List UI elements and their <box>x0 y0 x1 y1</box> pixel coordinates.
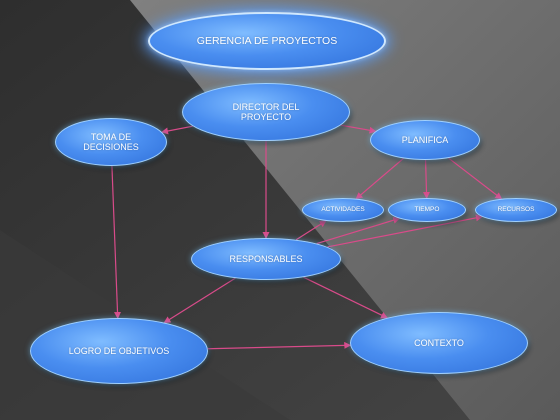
node-toma-label: TOMA DE DECISIONES <box>83 131 139 152</box>
connector-logro-to-contexto <box>207 341 352 350</box>
connector-director-to-toma <box>161 125 193 135</box>
connector-director-to-planifica <box>340 124 377 134</box>
connector-responsables-to-recursos <box>327 214 483 248</box>
node-director-label: DIRECTOR DEL PROYECTO <box>232 101 300 122</box>
node-recursos-label: RECURSOS <box>497 206 535 214</box>
node-gerencia[interactable]: GERENCIA DE PROYECTOS <box>148 12 386 70</box>
node-recursos[interactable]: RECURSOS <box>475 198 557 222</box>
node-director[interactable]: DIRECTOR DEL PROYECTO <box>182 83 350 141</box>
node-logro-label: LOGRO DE OBJETIVOS <box>68 345 170 356</box>
connector-planifica-to-recursos <box>448 157 503 200</box>
node-logro[interactable]: LOGRO DE OBJETIVOS <box>30 318 208 384</box>
connector-toma-to-logro <box>111 165 122 320</box>
connector-lines <box>111 124 503 350</box>
connector-planifica-to-actividades <box>355 157 404 200</box>
node-tiempo-label: TIEMPO <box>414 206 440 214</box>
node-toma[interactable]: TOMA DE DECISIONES <box>55 118 167 166</box>
connector-responsables-to-contexto <box>303 276 389 319</box>
node-tiempo[interactable]: TIEMPO <box>388 198 466 222</box>
connector-responsables-to-tiempo <box>316 216 401 245</box>
node-actividades-label: ACTIVIDADES <box>321 206 365 214</box>
node-contexto[interactable]: CONTEXTO <box>350 312 528 374</box>
node-contexto-label: CONTEXTO <box>414 337 464 348</box>
connector-planifica-to-tiempo <box>422 159 430 200</box>
node-responsables[interactable]: RESPONSABLES <box>191 238 341 280</box>
node-actividades[interactable]: ACTIVIDADES <box>302 198 384 222</box>
connector-responsables-to-actividades <box>295 220 327 241</box>
node-planifica[interactable]: PLANIFICA <box>370 120 480 160</box>
node-gerencia-label: GERENCIA DE PROYECTOS <box>196 34 338 47</box>
connector-responsables-to-logro <box>163 277 236 324</box>
node-responsables-label: RESPONSABLES <box>229 253 303 264</box>
node-planifica-label: PLANIFICA <box>401 134 449 145</box>
